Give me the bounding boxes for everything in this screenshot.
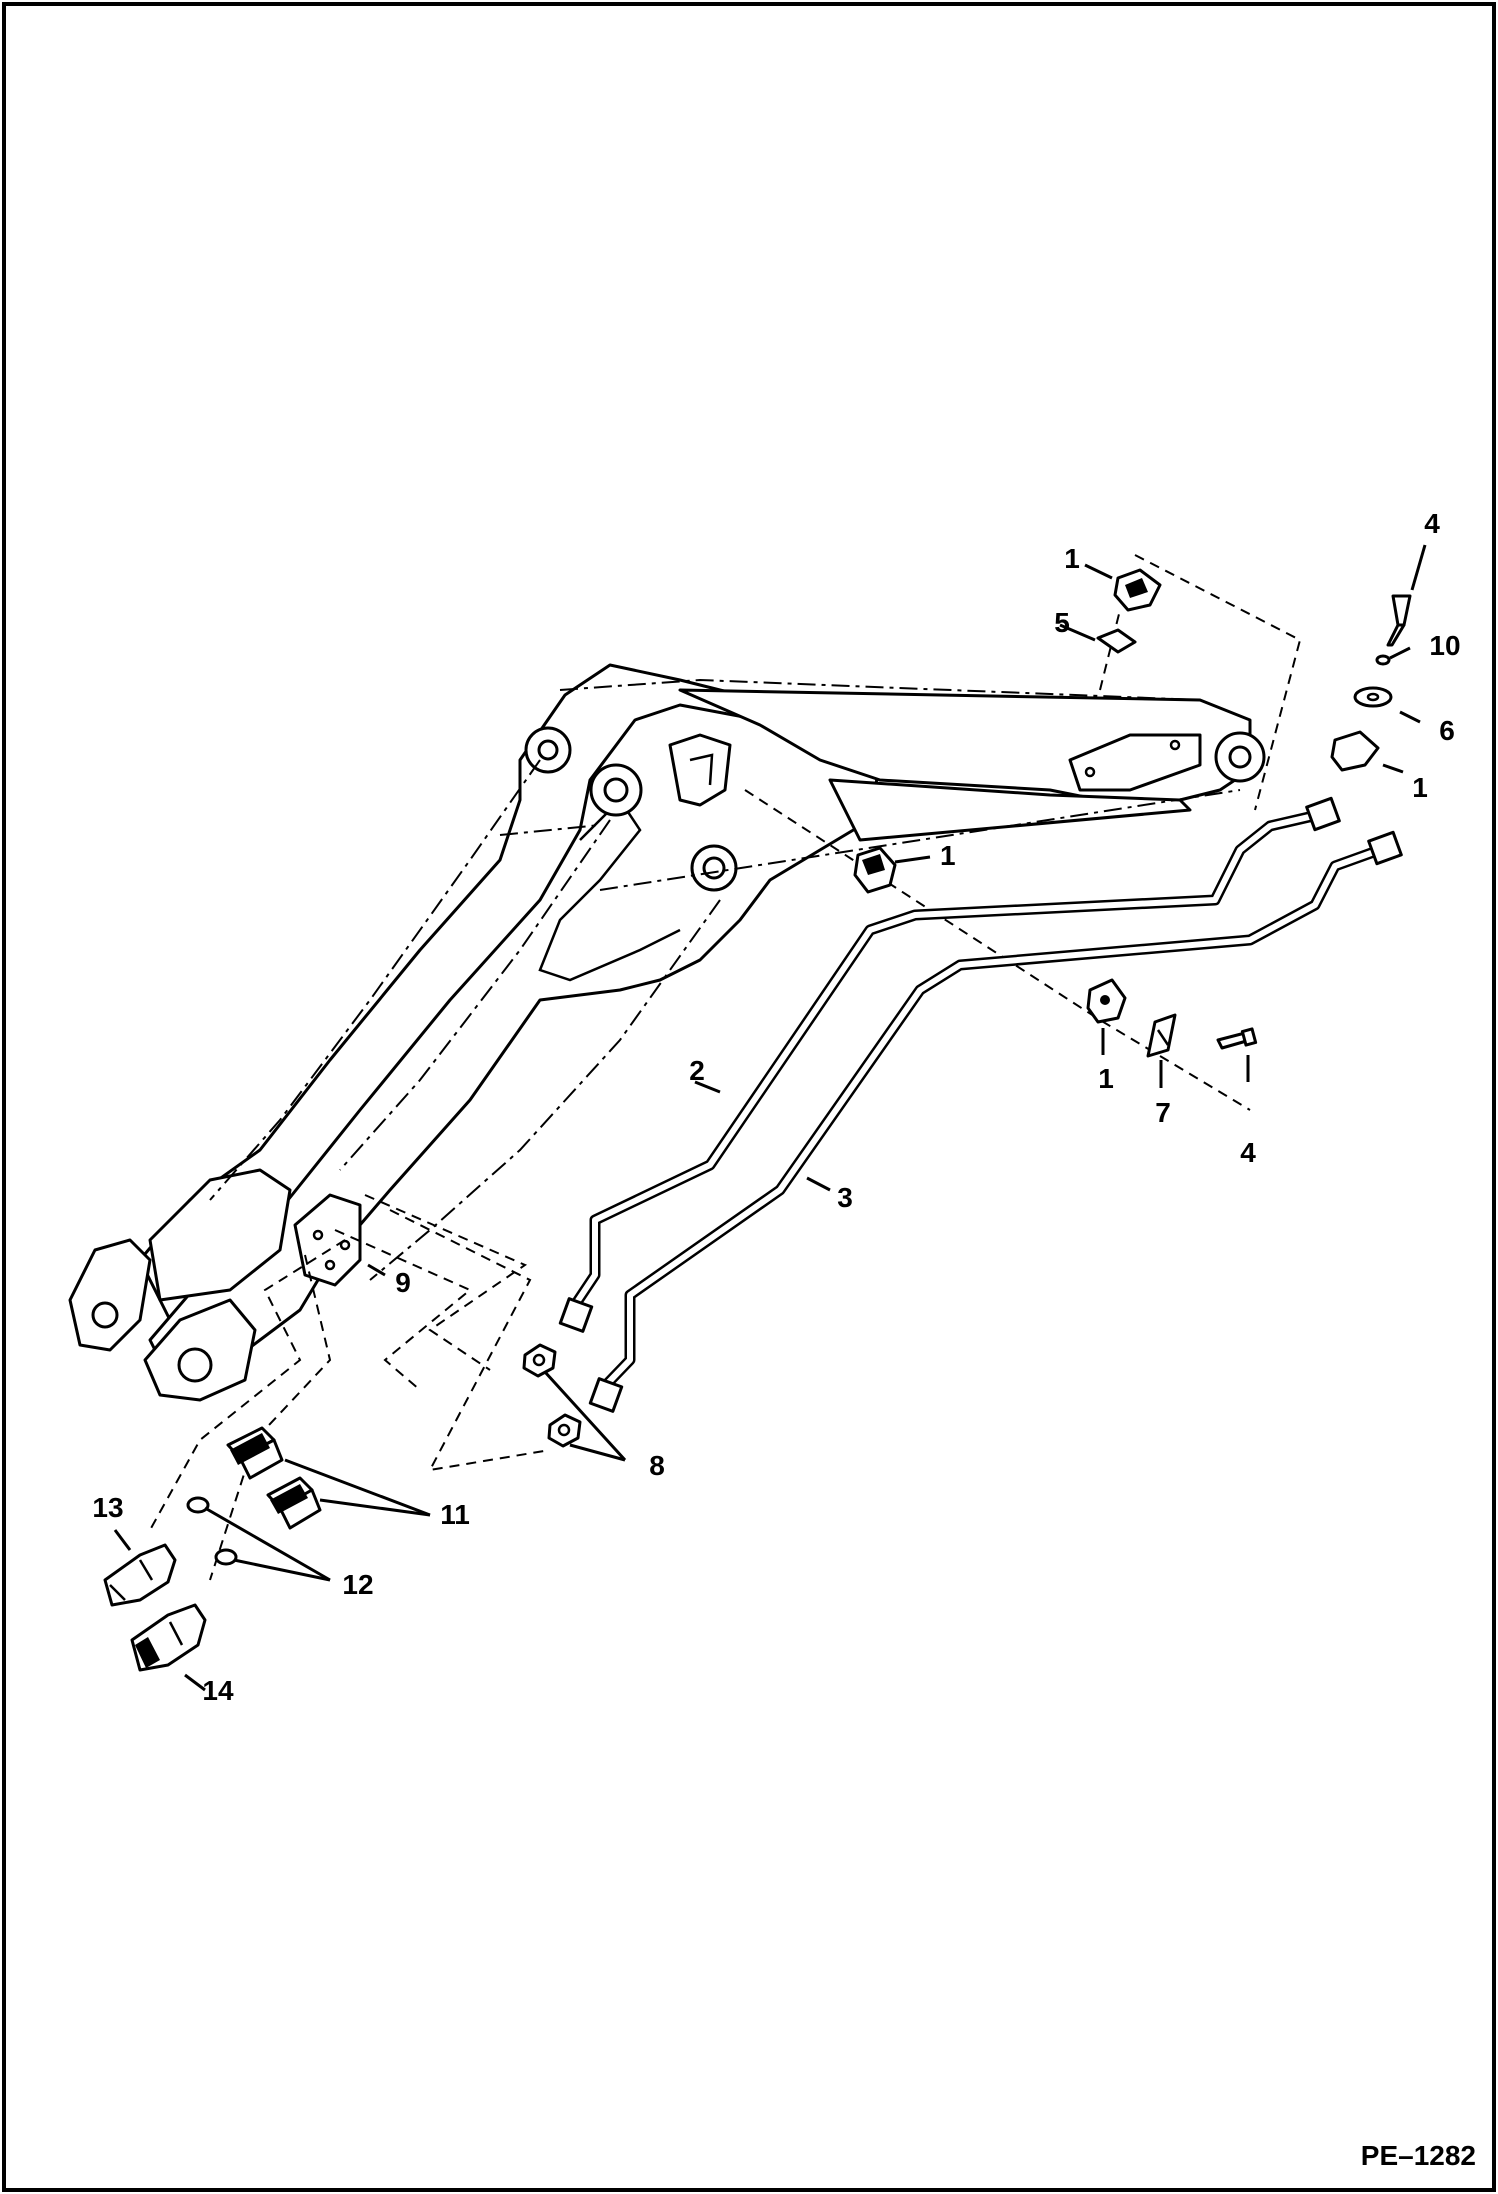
callout-7: 7	[1155, 1097, 1171, 1128]
callout-10: 10	[1429, 630, 1460, 661]
callout-13: 13	[92, 1492, 123, 1523]
callout-14: 14	[202, 1675, 234, 1706]
callout-12: 12	[342, 1569, 373, 1600]
coupler-13	[103, 1543, 177, 1607]
boom-arm	[68, 663, 1266, 1402]
callouts: 1 5 1 1 1 7 4 4 10 6 2 3 9 8 11 12 13 14	[92, 508, 1460, 1706]
clamp-center	[853, 846, 897, 894]
callout-6: 4	[1240, 1137, 1256, 1168]
tube-fittings	[558, 796, 1403, 1413]
clamp-lower	[1086, 978, 1127, 1024]
callout-3: 3	[837, 1182, 853, 1213]
callout-1: 1	[1064, 543, 1080, 574]
callout-5: 5	[1054, 607, 1070, 638]
washer-7-upper	[1353, 686, 1393, 708]
callout-leaders	[113, 544, 1427, 1692]
clamp-right	[1330, 730, 1380, 772]
callout-1: 1	[940, 840, 956, 871]
tube-line-3	[600, 842, 1391, 1391]
coupler-14	[130, 1603, 207, 1672]
lockwasher-10	[1375, 654, 1391, 666]
callout-9: 9	[395, 1267, 411, 1298]
adapter-11-b	[266, 1476, 322, 1530]
washer-plate-5	[1096, 628, 1137, 654]
plate-7-lower	[1146, 1013, 1177, 1058]
callout-1: 1	[1412, 772, 1428, 803]
bolt-4	[1386, 594, 1412, 647]
callout-8: 8	[649, 1450, 665, 1481]
phantom-lines	[209, 678, 1241, 1281]
callout-7: 6	[1439, 715, 1455, 746]
figure-reference: PE–1282	[1361, 2140, 1476, 2171]
callout-4: 4	[1424, 508, 1440, 539]
orings-12	[186, 1496, 238, 1566]
tube-line-2	[569, 808, 1328, 1311]
callout-2: 2	[689, 1055, 705, 1086]
adapter-11-a	[226, 1426, 284, 1480]
callout-11: 11	[440, 1499, 470, 1530]
callout-1: 1	[1098, 1063, 1114, 1094]
nuts-8	[522, 1343, 582, 1448]
clamp-upper	[1113, 568, 1162, 612]
bolt-6	[1216, 1027, 1258, 1050]
